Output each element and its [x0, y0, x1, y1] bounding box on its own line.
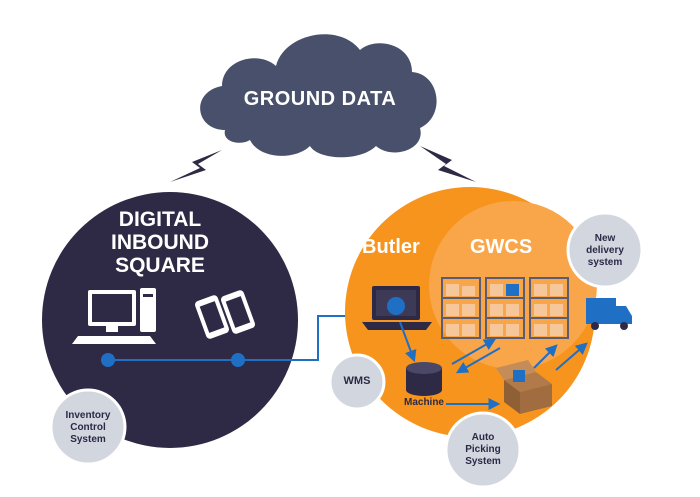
label-line: delivery — [586, 245, 624, 256]
title-line: INBOUND — [111, 231, 209, 254]
desktop-computer-icon — [72, 288, 156, 344]
label-line: system — [587, 257, 623, 268]
storage-rack-icon — [529, 277, 569, 339]
title-line: DIGITAL — [118, 208, 202, 231]
flow-connector — [101, 310, 363, 367]
new-delivery-bubble — [566, 211, 644, 289]
smartphone-icon — [221, 290, 255, 334]
smartphone-icon — [195, 295, 229, 339]
lightning-bolt-icon — [420, 146, 476, 182]
label-line: Picking — [465, 444, 501, 455]
wms-label: WMS — [343, 375, 371, 387]
machine-label: Machine — [403, 397, 444, 408]
title-line: SQUARE — [115, 254, 205, 277]
storage-rack-icon — [485, 277, 525, 339]
gwcs-title: GWCS — [470, 236, 533, 258]
cloud-icon — [200, 34, 437, 158]
lightning-bolt-icon — [170, 150, 222, 182]
cloud-title: GROUND DATA — [243, 88, 397, 110]
flow-arrows — [399, 321, 588, 410]
label-line: Control — [70, 422, 106, 433]
laptop-icon — [362, 286, 432, 330]
storage-rack-icon — [441, 277, 481, 339]
butler-title: Butler — [362, 236, 420, 258]
label-line: System — [465, 456, 501, 467]
open-box-icon — [496, 360, 552, 414]
inventory-control-bubble — [49, 388, 127, 466]
delivery-truck-icon — [586, 298, 632, 330]
wms-bubble — [328, 353, 386, 411]
label-line: New — [594, 233, 616, 244]
inventory-control-label: Inventory Control System — [50, 410, 126, 446]
digital-inbound-square-title: DIGITAL INBOUND SQUARE — [80, 208, 240, 277]
new-delivery-label: New delivery system — [566, 233, 644, 269]
label-line: Inventory — [65, 410, 111, 421]
database-cylinder-icon — [406, 362, 442, 396]
digital-inbound-circle — [42, 192, 298, 448]
label-line: System — [70, 434, 106, 445]
auto-picking-bubble — [444, 411, 522, 489]
auto-picking-label: Auto Picking System — [444, 432, 522, 468]
label-line: Auto — [471, 432, 495, 443]
